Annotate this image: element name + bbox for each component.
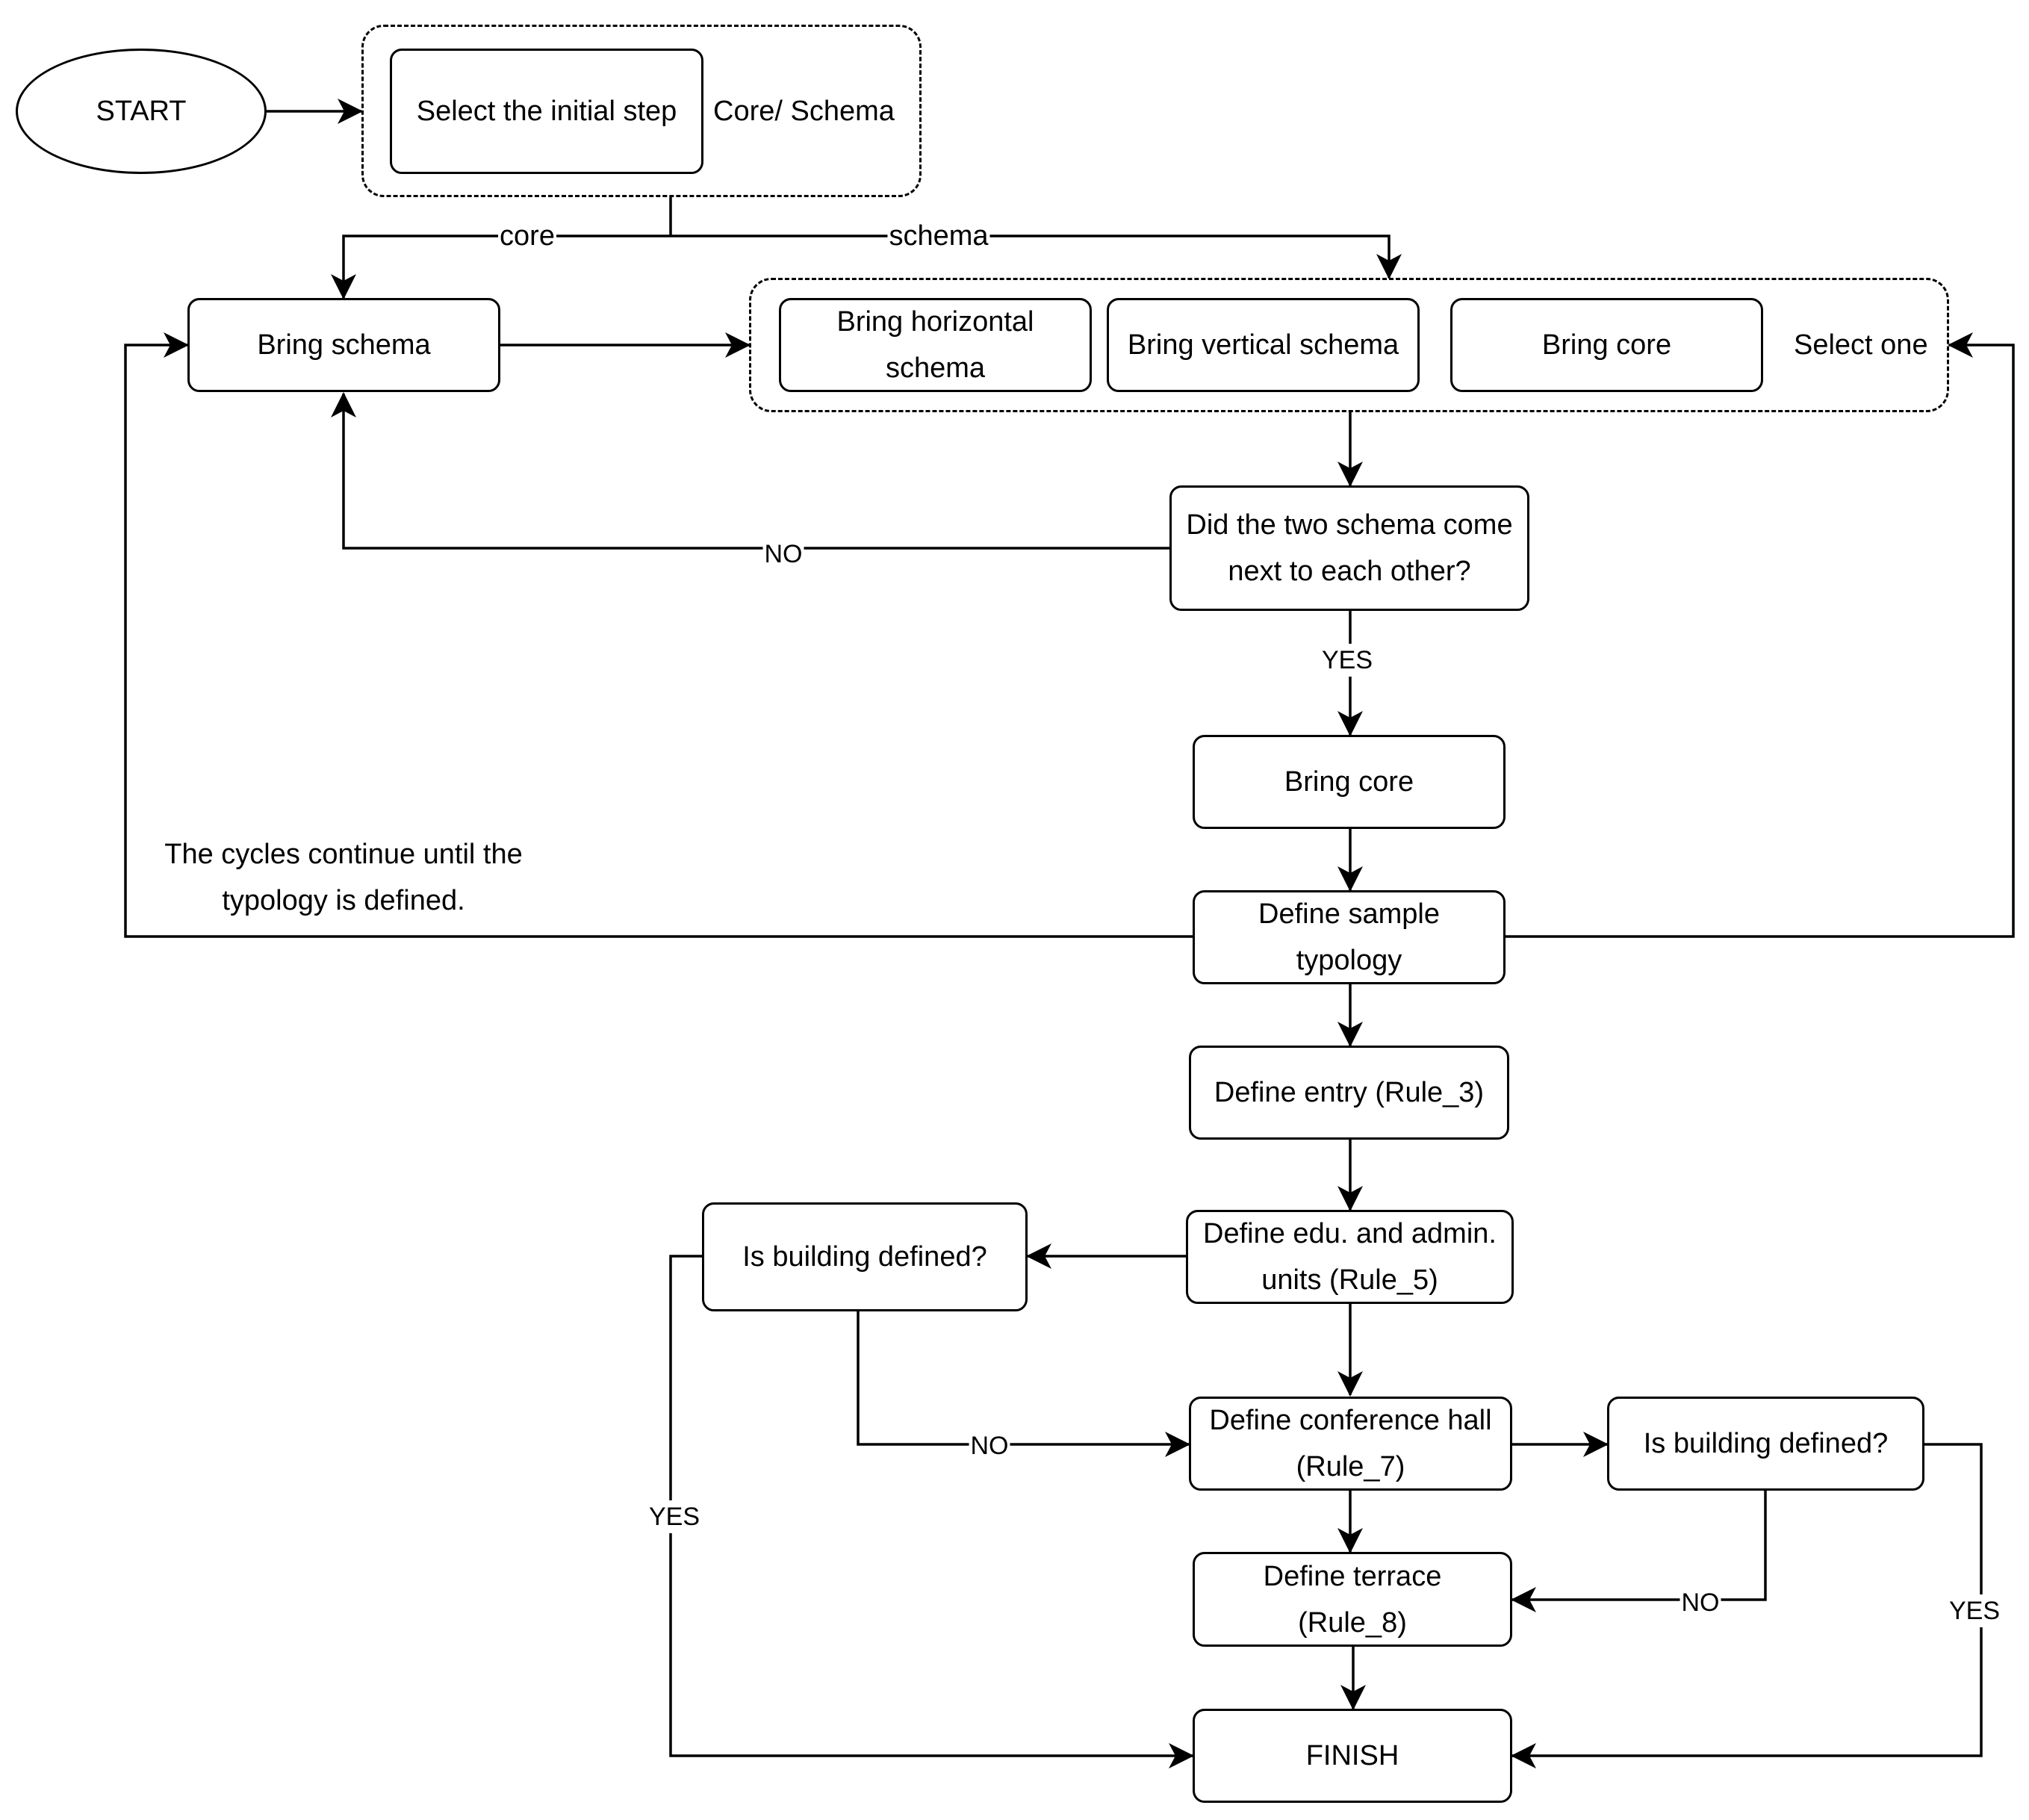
edge-label-yes-2: YES: [647, 1500, 702, 1533]
edge-label-yes-1: YES: [1320, 644, 1375, 677]
bring-schema-label: Bring schema: [257, 329, 431, 361]
define-edu-admin-label: Define edu. and admin. units (Rule_5): [1203, 1218, 1497, 1296]
edge-label-no-1: NO: [762, 538, 804, 571]
decision-building-defined-right-label: Is building defined?: [1643, 1428, 1889, 1459]
bring-core-label: Bring core: [1284, 766, 1414, 798]
define-entry-label: Define entry (Rule_3): [1214, 1077, 1485, 1108]
bring-core-option-label: Bring core: [1541, 329, 1672, 361]
define-conference-hall-label: Define conference hall (Rule_7): [1209, 1405, 1492, 1482]
edge-label-schema: schema: [887, 220, 990, 252]
bring-vertical-schema-label: Bring vertical schema: [1127, 329, 1399, 361]
select-one-label: Select one: [1794, 329, 1928, 361]
edge-label-no-2: NO: [969, 1429, 1010, 1462]
decision-building-defined-right-node: Is building defined?: [1607, 1397, 1924, 1491]
edge-decision-left-yes: [669, 1255, 1194, 1768]
edge-label-core: core: [498, 220, 556, 252]
define-typology-node: Define sample typology: [1193, 890, 1506, 984]
finish-label: FINISH: [1305, 1740, 1399, 1771]
define-conference-hall-node: Define conference hall (Rule_7): [1189, 1397, 1512, 1491]
finish-node: FINISH: [1193, 1709, 1512, 1803]
core-schema-group-label: Core/ Schema: [713, 96, 895, 127]
decision-schema-adjacent-node: Did the two schema come next to each oth…: [1169, 485, 1529, 611]
bring-core-node: Bring core: [1193, 735, 1506, 829]
decision-building-defined-left-node: Is building defined?: [702, 1202, 1028, 1311]
decision-building-defined-left-label: Is building defined?: [742, 1241, 987, 1273]
define-entry-node: Define entry (Rule_3): [1189, 1046, 1509, 1140]
define-typology-label: Define sample typology: [1258, 898, 1440, 976]
select-initial-step-label: Select the initial step: [416, 96, 677, 127]
bring-core-option-node: Bring core: [1450, 298, 1763, 392]
edge-decision-right-no: [1511, 1491, 1767, 1612]
cycle-note: The cycles continue until the typology i…: [164, 839, 523, 916]
edge-decision-no: [331, 392, 1169, 550]
bring-horizontal-schema-node: Bring horizontal schema: [779, 298, 1092, 392]
edge-decision-left-no: [857, 1311, 1190, 1457]
decision-schema-adjacent-label: Did the two schema come next to each oth…: [1186, 509, 1513, 587]
define-edu-admin-node: Define edu. and admin. units (Rule_5): [1186, 1210, 1514, 1304]
edge-cycle-right: [1506, 332, 2015, 938]
start-node: START: [16, 49, 267, 174]
initial-step-group: [361, 25, 922, 197]
bring-schema-node: Bring schema: [187, 298, 500, 392]
edge-label-no-3: NO: [1680, 1586, 1721, 1619]
select-initial-step-node: Select the initial step: [390, 49, 703, 174]
define-terrace-node: Define terrace (Rule_8): [1193, 1552, 1512, 1647]
edge-cycle-left: [124, 332, 1193, 938]
edge-core-branch: [331, 235, 671, 299]
edge-label-yes-3: YES: [1947, 1594, 2002, 1627]
start-label: START: [96, 96, 187, 127]
bring-horizontal-schema-label: Bring horizontal schema: [836, 306, 1034, 384]
select-one-group: [749, 278, 1949, 412]
bring-vertical-schema-node: Bring vertical schema: [1107, 298, 1420, 392]
edge-schema-branch: [671, 235, 1402, 279]
define-terrace-label: Define terrace (Rule_8): [1263, 1560, 1442, 1639]
